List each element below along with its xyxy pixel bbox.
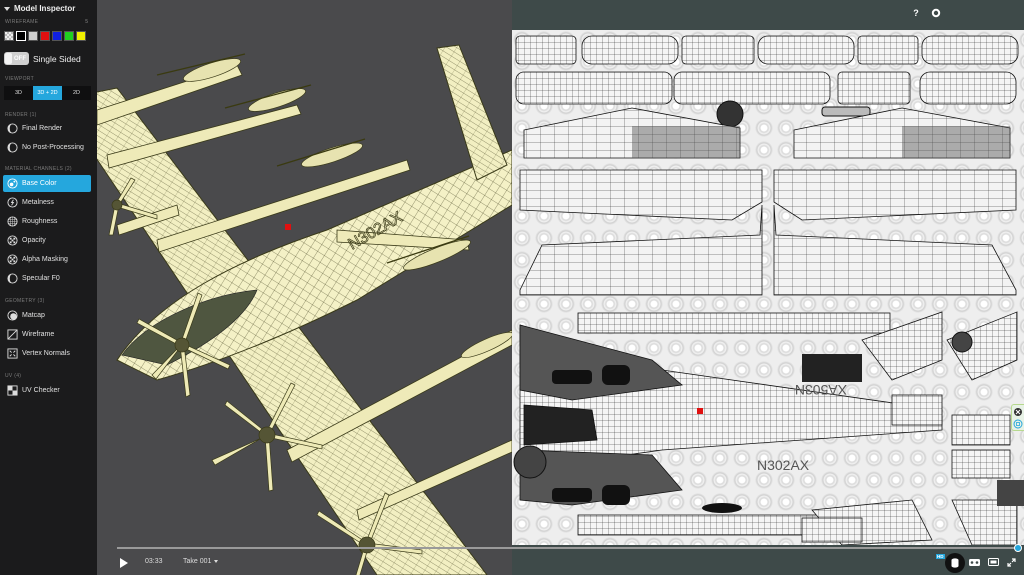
vr-button[interactable] [967,553,981,571]
settings-button[interactable] [929,4,943,22]
model-inspector-header[interactable]: Model Inspector [4,4,75,13]
collapse-caret-icon [4,6,10,11]
item-label: No Post-Processing [22,144,84,151]
final-render-icon [7,123,18,134]
item-label: Opacity [22,237,46,244]
specular-f0-icon [7,273,18,284]
swatch-light-gray[interactable] [28,31,38,41]
item-label: Vertex Normals [22,350,70,357]
animation-timeline-scrubber[interactable] [117,547,1017,549]
item-label: Wireframe [22,331,55,338]
item-label: Metalness [22,199,54,206]
section-uv-label: UV (4) [5,373,22,379]
uv-2d-viewport[interactable]: XA503N N302AX [512,0,1024,575]
item-specular-f0[interactable]: Specular F0 [3,270,91,287]
svg-text:XA503N: XA503N [795,382,847,398]
toggle-knob [5,53,12,64]
item-wireframe[interactable]: Wireframe [3,326,91,343]
viewport-3d-button[interactable]: 3D [14,90,23,96]
take-selector[interactable]: Take 001 [183,558,219,565]
item-label: Alpha Masking [22,256,68,263]
play-icon[interactable] [120,558,128,568]
wireframe-color-swatches [4,31,86,41]
item-base-color[interactable]: Base Color [3,175,91,192]
vr-headset-icon [968,558,980,566]
animation-time: 03:33 [145,558,163,565]
swatch-black[interactable] [16,31,26,41]
wireframe-icon [7,329,18,340]
fullscreen-icon [1006,557,1016,567]
item-matcap[interactable]: Matcap [3,307,91,324]
take-label: Take 001 [183,558,212,565]
item-label: Specular F0 [22,275,60,282]
uv-layout-canvas[interactable]: XA503N N302AX [512,30,1024,545]
viewport-mode-selector: 3D 3D + 2D 2D [4,86,91,100]
item-label: Final Render [22,125,63,132]
item-label: Base Color [22,180,57,187]
base-color-icon [7,178,18,189]
close-icon[interactable] [1012,405,1024,432]
item-vertex-normals[interactable]: Vertex Normals [3,345,91,362]
roughness-icon [7,216,18,227]
single-sided-toggle[interactable]: OFF [4,52,29,65]
opacity-icon [7,235,18,246]
swatch-green[interactable] [64,31,74,41]
toggle-state: OFF [14,55,26,62]
uv-side-toolbar [1011,404,1024,431]
vertex-normals-icon [7,348,18,359]
swatch-yellow[interactable] [76,31,86,41]
viewport-3d-2d-button[interactable]: 3D + 2D [33,86,62,100]
uv-islands: XA503N N302AX [513,35,1024,545]
help-button[interactable]: ? [913,8,919,18]
item-opacity[interactable]: Opacity [3,232,91,249]
chevron-down-icon [214,560,219,563]
section-render-label: RENDER (1) [5,112,37,118]
item-roughness[interactable]: Roughness [3,213,91,230]
theater-icon [987,558,999,566]
viewport-2d-button[interactable]: 2D [72,90,81,96]
swatch-blue[interactable] [52,31,62,41]
gear-icon [931,8,941,18]
single-sided-label: Single Sided [33,54,81,64]
item-label: Matcap [22,312,45,319]
swatch-checker[interactable] [4,31,14,41]
model-inspector-panel: Model Inspector WIREFRAME 5 OFF Single S… [0,0,97,575]
uv-checker-icon [7,385,18,396]
theater-mode-button[interactable] [986,553,1000,571]
timeline-handle[interactable] [1014,544,1022,552]
item-final-render[interactable]: Final Render [3,120,91,137]
cylinder-icon [951,558,959,568]
item-no-post-processing[interactable]: No Post-Processing [3,139,91,156]
section-viewport-label: VIEWPORT [5,76,34,82]
section-wireframe-label: WIREFRAME [5,19,39,25]
hd-badge: HD [936,554,945,559]
alpha-masking-icon [7,254,18,265]
item-alpha-masking[interactable]: Alpha Masking [3,251,91,268]
svg-text:N302AX: N302AX [757,457,810,473]
3d-viewport[interactable]: N302AX [97,0,512,575]
item-metalness[interactable]: Metalness [3,194,91,211]
aircraft-wireframe-render: N302AX [97,44,512,575]
swatch-red[interactable] [40,31,50,41]
section-material-label: MATERIAL CHANNELS (2) [5,166,72,172]
matcap-icon [7,310,18,321]
item-label: Roughness [22,218,58,225]
metalness-icon [7,197,18,208]
panel-title: Model Inspector [14,4,76,13]
wireframe-count: 5 [85,19,88,25]
section-geometry-label: GEOMETRY (3) [5,298,45,304]
viewer-mode-button[interactable] [945,553,965,573]
fullscreen-button[interactable] [1004,553,1018,571]
no-post-processing-icon [7,142,18,153]
player-controls: 03:33 Take 001 [97,550,1024,575]
item-label: UV Checker [22,387,60,394]
item-uv-checker[interactable]: UV Checker [3,382,91,399]
